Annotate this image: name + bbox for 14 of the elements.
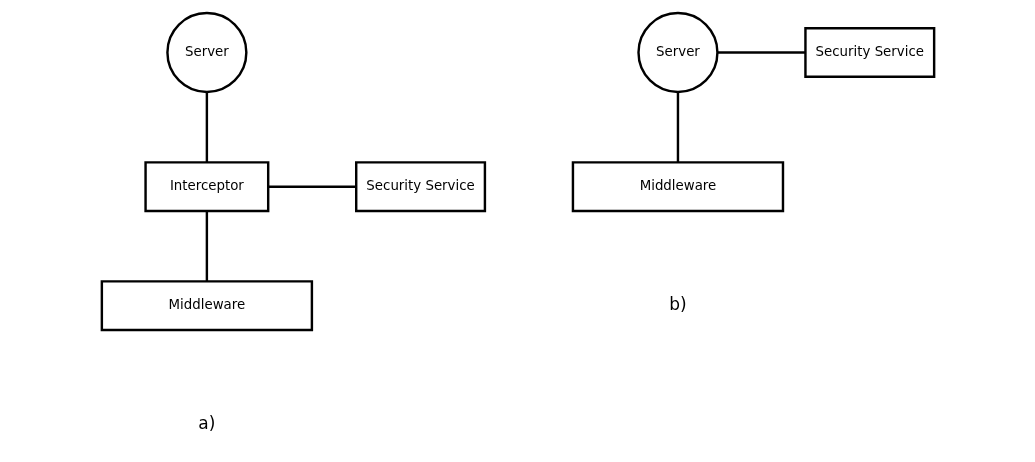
connector [205, 92, 208, 163]
node-box: Security Service [354, 161, 486, 213]
label: b) [668, 294, 687, 315]
node-box: Middleware [571, 161, 784, 213]
node-circle: Server [165, 11, 248, 94]
node-circle: Server [636, 11, 719, 94]
connector [267, 185, 356, 188]
connector [205, 211, 208, 282]
connector [717, 51, 805, 54]
connector [676, 92, 679, 163]
label: a) [197, 413, 215, 434]
node-box: Interceptor [143, 161, 269, 213]
node-box: Middleware [100, 280, 313, 332]
node-box: Security Service [803, 27, 935, 79]
